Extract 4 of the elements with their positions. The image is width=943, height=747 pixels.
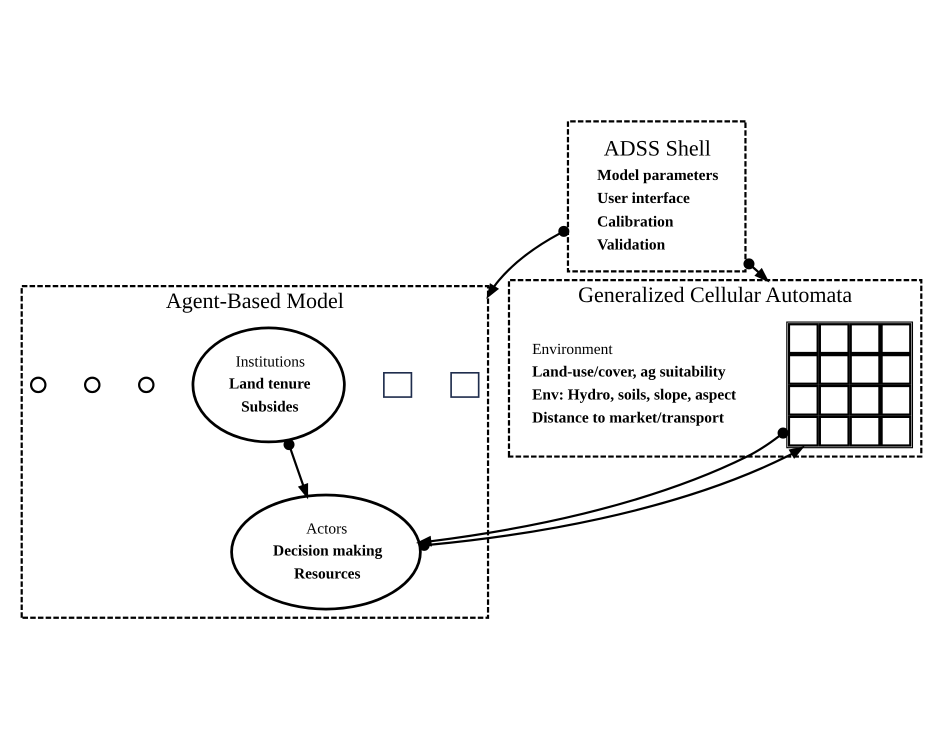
label: Env: Hydro, soils, slope, aspect	[532, 386, 736, 403]
label: Distance to market/transport	[532, 409, 724, 426]
label: Environment	[532, 340, 613, 358]
label: Land-use/cover, ag suitability	[532, 362, 726, 380]
